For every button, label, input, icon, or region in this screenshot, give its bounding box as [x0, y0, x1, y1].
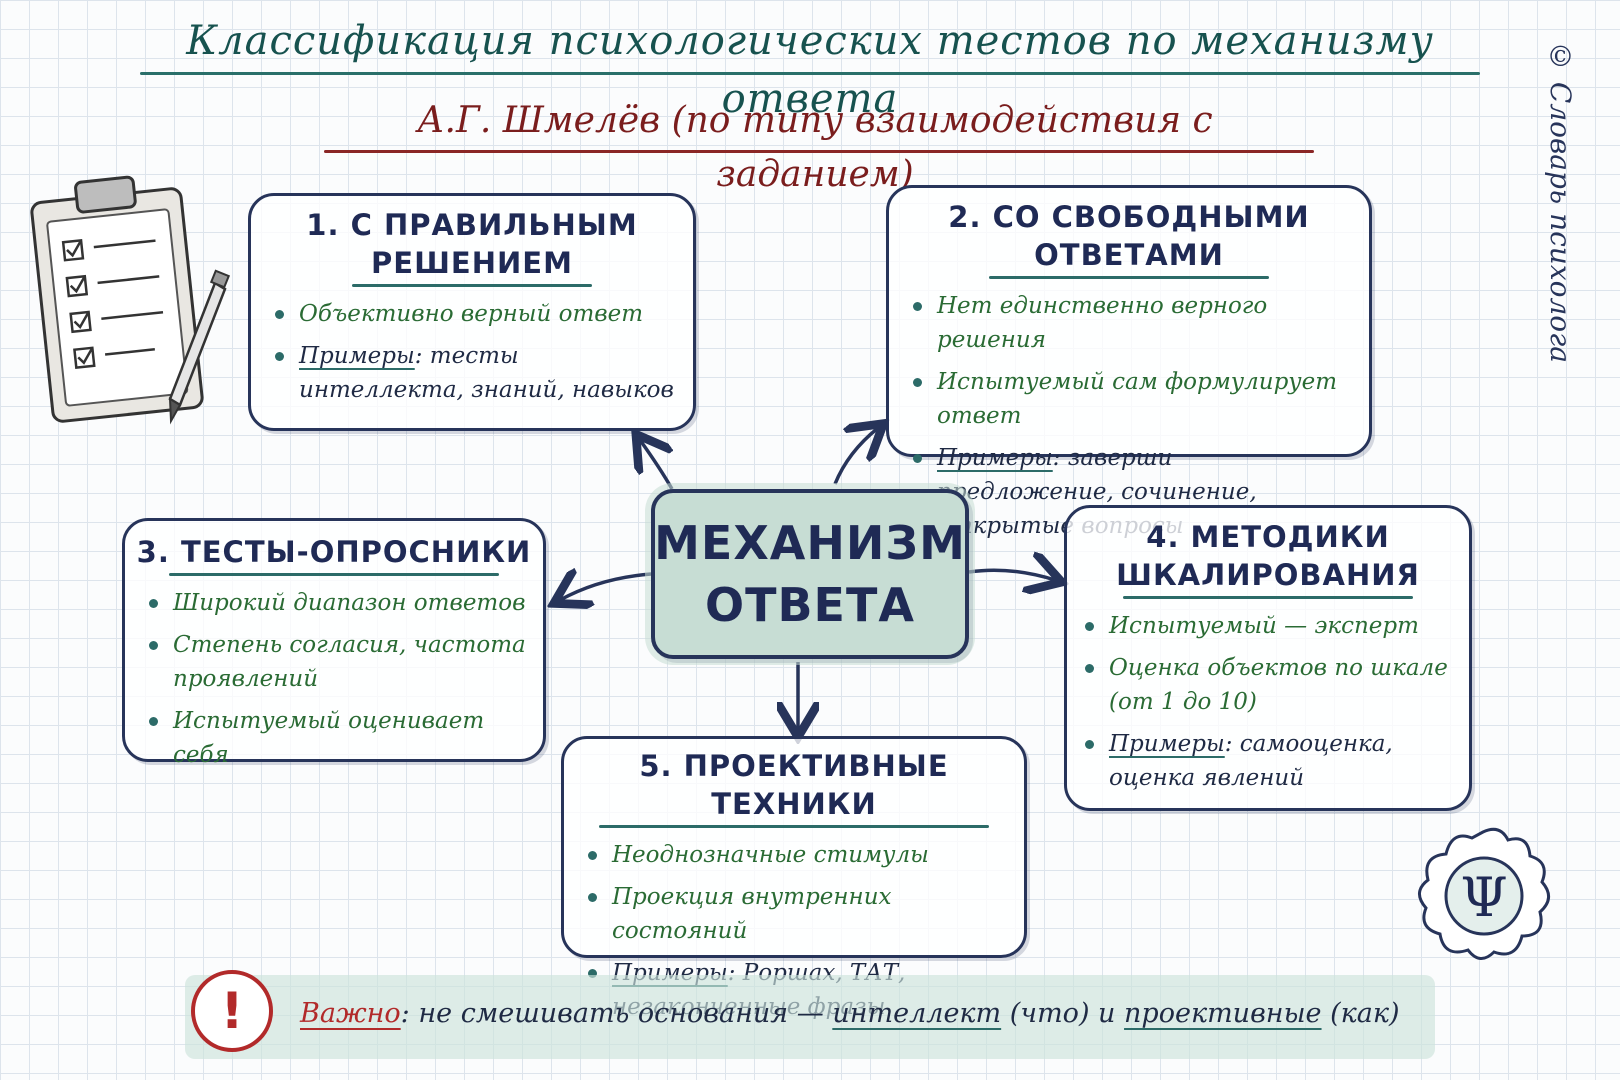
category-box-free-answers: 2. СО СВОБОДНЫМИ ОТВЕТАМИ Нет единственн…	[886, 185, 1372, 539]
list-item: Широкий диапазон ответов	[147, 586, 527, 620]
note-label: Важно	[300, 998, 401, 1029]
box-title-underline	[989, 276, 1269, 279]
category-box-projective-techniques: 5. ПРОЕКТИВНЫЕ ТЕХНИКИ Неоднозначные сти…	[561, 736, 1027, 1020]
category-box-scaling-methods: 4. МЕТОДИКИ ШКАЛИРОВАНИЯ Испытуемый — эк…	[1064, 505, 1472, 811]
box-title-underline	[352, 284, 592, 287]
copyright-label: © Словарь психолога	[1544, 40, 1577, 363]
subtitle-underline	[324, 150, 1314, 153]
list-item-examples: Примеры: самооценка, оценка явлений	[1083, 727, 1453, 795]
list-item-examples: Примеры: тесты интеллекта, знаний, навык…	[273, 339, 677, 407]
note-term-intellect: интеллект	[832, 998, 1002, 1029]
arrow-to-box-3	[560, 574, 652, 600]
examples-label: Примеры	[1109, 731, 1225, 757]
arrow-to-box-4	[968, 570, 1055, 580]
arrow-to-box-2	[833, 428, 878, 485]
box-title-underline	[1123, 596, 1413, 599]
examples-text: тесты интеллекта, знаний, навыков	[299, 343, 674, 403]
box-title-line1: 5. ПРОЕКТИВНЫЕ ТЕХНИКИ	[639, 749, 949, 821]
list-item: Испытуемый сам формулирует ответ	[911, 365, 1353, 433]
box-title-line2: ШКАЛИРОВАНИЯ	[1116, 558, 1420, 592]
list-item: Испытуемый оценивает себя	[147, 704, 527, 772]
list-item: Объективно верный ответ	[273, 297, 677, 331]
list-item: Нет единственно верного решения	[911, 289, 1353, 357]
central-node-line2: ОТВЕТА	[705, 578, 915, 632]
list-item: Неоднозначные стимулы	[586, 838, 1008, 872]
note-text-part1: не смешивать основания —	[418, 998, 824, 1029]
important-note-text: Важно: не смешивать основания — интеллек…	[300, 998, 1400, 1029]
central-node-line1: МЕХАНИЗМ	[654, 516, 966, 570]
category-box-questionnaires: 3. ТЕСТЫ-ОПРОСНИКИ Широкий диапазон отве…	[122, 518, 546, 768]
examples-text: самооценка, оценка явлений	[1109, 731, 1393, 791]
box-title-line1: 2. СО СВОБОДНЫМИ	[948, 200, 1310, 234]
note-paren1: (что) и	[1009, 998, 1116, 1029]
examples-label: Примеры	[299, 343, 415, 369]
exclamation-icon: !	[191, 970, 273, 1052]
note-term-projective: проективные	[1124, 998, 1322, 1029]
box-title-line1: 3. ТЕСТЫ-ОПРОСНИКИ	[136, 535, 532, 569]
list-item: Степень согласия, частота проявлений	[147, 628, 527, 696]
box-title-underline	[599, 825, 989, 828]
note-paren2: (как)	[1330, 998, 1400, 1029]
list-item: Испытуемый — эксперт	[1083, 609, 1453, 643]
title-underline	[140, 72, 1480, 75]
psi-icon: Ψ	[1418, 827, 1550, 960]
box-title-line2: РЕШЕНИЕМ	[371, 246, 573, 280]
pencil-icon	[168, 269, 230, 425]
box-title-line2: ОТВЕТАМИ	[1034, 238, 1224, 272]
arrow-to-box-1	[640, 440, 674, 490]
box-title-underline	[169, 573, 499, 576]
list-item: Оценка объектов по шкале (от 1 до 10)	[1083, 651, 1453, 719]
category-box-correct-solution: 1. С ПРАВИЛЬНЫМ РЕШЕНИЕМ Объективно верн…	[248, 193, 696, 431]
box-title-line1: 4. МЕТОДИКИ	[1146, 520, 1390, 554]
examples-label: Примеры	[937, 445, 1053, 471]
clipboard-icon	[30, 175, 230, 425]
page-subtitle: А.Г. Шмелёв (по типу взаимодействия с за…	[417, 100, 1213, 195]
list-item: Проекция внутренних состояний	[586, 880, 1008, 948]
important-note	[185, 975, 1435, 1059]
box-title-line1: 1. С ПРАВИЛЬНЫМ	[306, 208, 638, 242]
central-node: МЕХАНИЗМ ОТВЕТА	[651, 489, 969, 659]
svg-text:Ψ: Ψ	[1460, 866, 1507, 929]
page-title: Классификация психологических тестов по …	[186, 18, 1434, 122]
